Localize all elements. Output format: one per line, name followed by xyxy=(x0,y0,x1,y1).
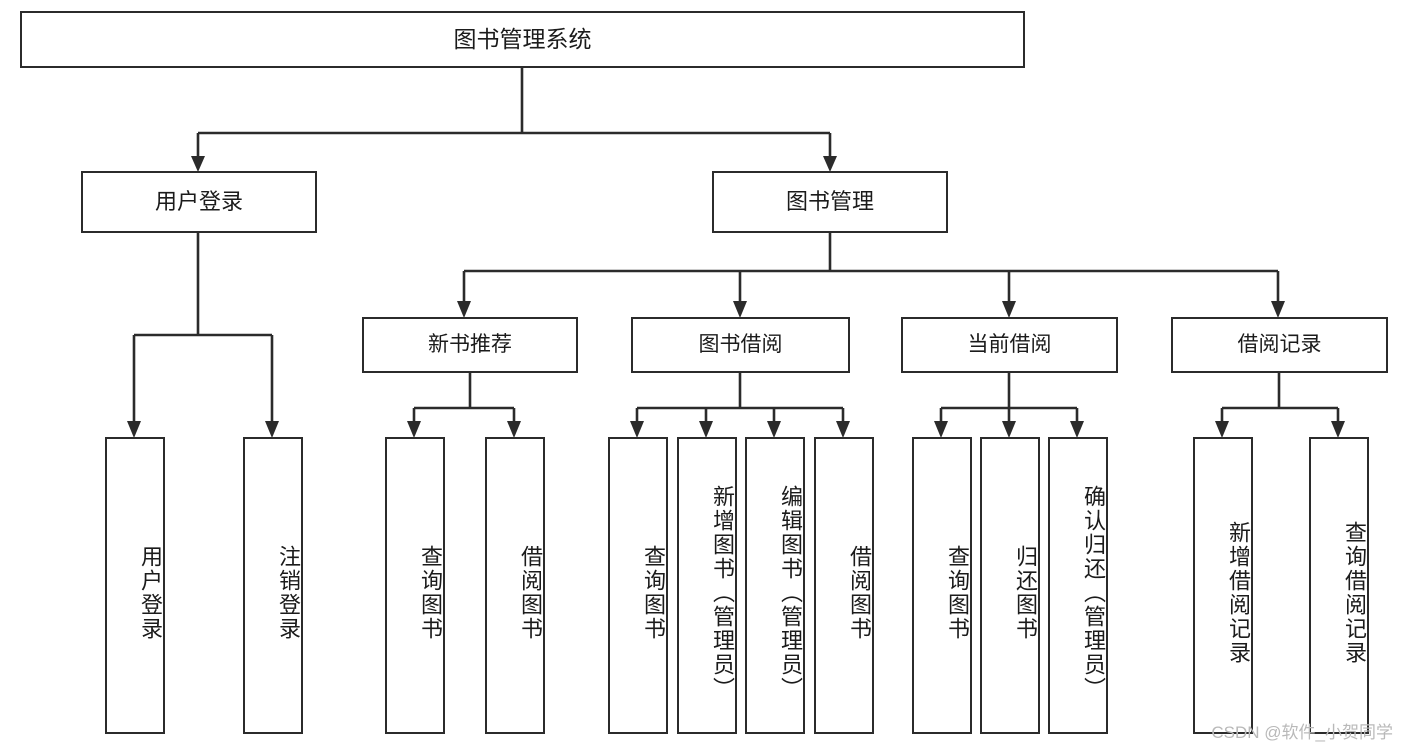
node-user-login[interactable]: 用户登录 xyxy=(81,171,317,233)
arrowhead-leaf-add-book xyxy=(699,421,713,438)
arrowhead-leaf-borrow-book-2 xyxy=(836,421,850,438)
node-leaf-add-book[interactable]: 新增图书（管理员） xyxy=(677,437,737,734)
node-leaf-query-book-1[interactable]: 查询图书 xyxy=(385,437,445,734)
arrowhead-leaf-add-record xyxy=(1215,421,1229,438)
node-leaf-edit-book[interactable]: 编辑图书（管理员） xyxy=(745,437,805,734)
node-leaf-return-book[interactable]: 归还图书 xyxy=(980,437,1040,734)
arrowhead-leaf-user-logout xyxy=(265,421,279,438)
node-book-manage[interactable]: 图书管理 xyxy=(712,171,948,233)
arrowhead-leaf-query-book-2 xyxy=(630,421,644,438)
arrowhead-leaf-confirm-return xyxy=(1070,421,1084,438)
node-book-borrow[interactable]: 图书借阅 xyxy=(631,317,850,373)
node-leaf-add-record[interactable]: 新增借阅记录 xyxy=(1193,437,1253,734)
arrowhead-leaf-query-record xyxy=(1331,421,1345,438)
node-leaf-borrow-book-2[interactable]: 借阅图书 xyxy=(814,437,874,734)
arrowhead-leaf-return-book xyxy=(1002,421,1016,438)
arrowhead-new-book-recommend xyxy=(457,301,471,318)
node-leaf-user-logout[interactable]: 注销登录 xyxy=(243,437,303,734)
arrowhead-borrow-record xyxy=(1271,301,1285,318)
arrowhead-current-borrow xyxy=(1002,301,1016,318)
arrowhead-leaf-query-book-3 xyxy=(934,421,948,438)
node-leaf-user-login[interactable]: 用户登录 xyxy=(105,437,165,734)
arrowhead-leaf-borrow-book-1 xyxy=(507,421,521,438)
node-new-book-recommend[interactable]: 新书推荐 xyxy=(362,317,578,373)
node-leaf-borrow-book-1[interactable]: 借阅图书 xyxy=(485,437,545,734)
node-root[interactable]: 图书管理系统 xyxy=(20,11,1025,68)
arrowhead-leaf-user-login xyxy=(127,421,141,438)
arrowhead-user-login xyxy=(191,156,205,172)
arrowhead-leaf-edit-book xyxy=(767,421,781,438)
node-current-borrow[interactable]: 当前借阅 xyxy=(901,317,1118,373)
arrowhead-book-manage xyxy=(823,156,837,172)
watermark: CSDN @软件_小贺同学 xyxy=(1211,723,1393,742)
node-leaf-confirm-return[interactable]: 确认归还（管理员） xyxy=(1048,437,1108,734)
node-leaf-query-book-2[interactable]: 查询图书 xyxy=(608,437,668,734)
arrowhead-book-borrow xyxy=(733,301,747,318)
node-borrow-record[interactable]: 借阅记录 xyxy=(1171,317,1388,373)
arrowhead-leaf-query-book-1 xyxy=(407,421,421,438)
node-leaf-query-record[interactable]: 查询借阅记录 xyxy=(1309,437,1369,734)
node-leaf-query-book-3[interactable]: 查询图书 xyxy=(912,437,972,734)
